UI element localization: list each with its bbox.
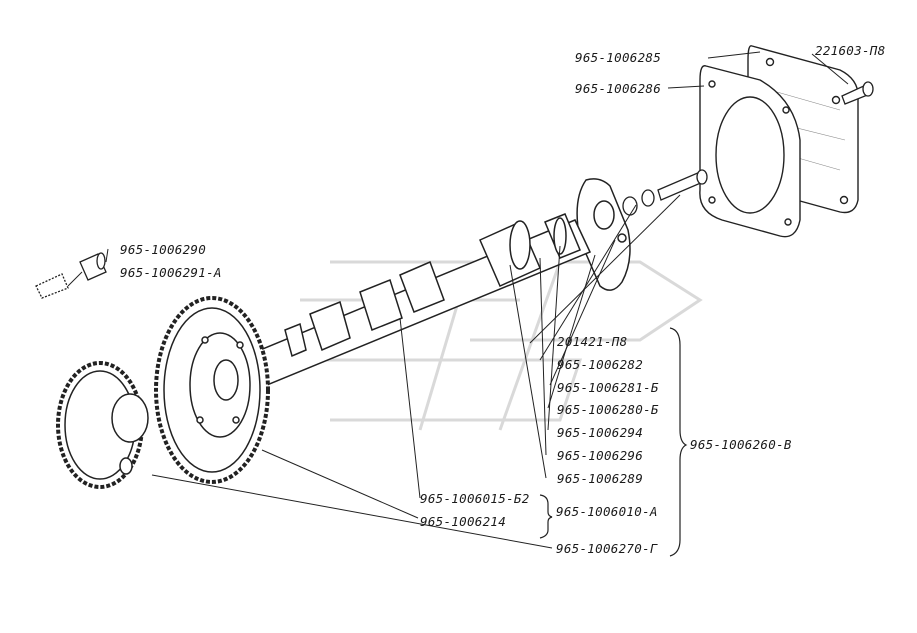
plug-parts xyxy=(35,252,107,299)
label-cover: 965-1006285 xyxy=(575,50,662,65)
brace-gear-assembly xyxy=(539,494,553,539)
label-drive-gear: 965-1006270-Г xyxy=(556,541,658,556)
cover-bolt xyxy=(841,81,874,105)
label-gear-large: 965-1006015-Б2 xyxy=(420,491,530,506)
drive-gear xyxy=(56,361,149,489)
label-gear-assembly: 965-1006010-А xyxy=(556,504,658,519)
label-ring-a: 965-1006281-Б xyxy=(557,380,659,395)
label-spacer: 965-1006294 xyxy=(557,425,644,440)
label-flange: 965-1006282 xyxy=(557,357,644,372)
camshaft xyxy=(235,213,592,393)
label-key: 965-1006296 xyxy=(557,448,644,463)
label-shaft: 965-1006289 xyxy=(557,471,644,486)
label-washer: 201421-П8 xyxy=(557,334,628,349)
label-plug-upper: 965-1006290 xyxy=(120,242,207,257)
label-gasket: 965-1006286 xyxy=(575,81,662,96)
leader-lines xyxy=(67,51,849,549)
label-plug-lower: 965-1006291-А xyxy=(120,265,222,280)
brace-camshaft-assembly xyxy=(669,327,688,557)
camshaft-gear xyxy=(154,296,270,484)
flange-bolt xyxy=(622,169,708,216)
label-ring-b: 965-1006280-Б xyxy=(557,402,659,417)
label-cover-bolt: 221603-П8 xyxy=(815,43,886,58)
label-camshaft-assembly: 965-1006260-В xyxy=(690,437,792,452)
label-gear-hub: 965-1006214 xyxy=(420,514,507,529)
flange xyxy=(576,178,631,291)
gasket xyxy=(699,65,801,238)
